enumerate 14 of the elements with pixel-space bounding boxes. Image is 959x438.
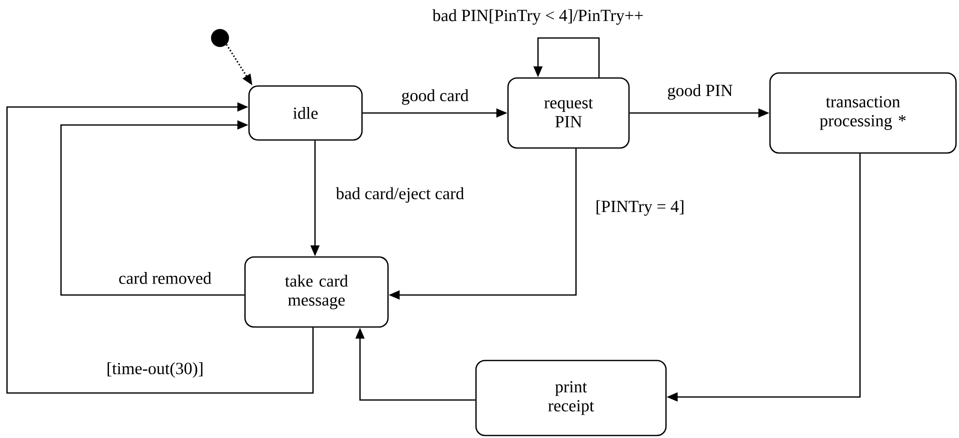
edge-label: [PINTry = 4] bbox=[594, 199, 686, 217]
state-box: request PIN bbox=[507, 77, 630, 149]
state-box: take card message bbox=[244, 256, 389, 328]
state-box: idle bbox=[248, 85, 363, 141]
arrow bbox=[6, 102, 314, 394]
edge-label: good card bbox=[400, 88, 470, 106]
edge-label: card removed bbox=[118, 271, 212, 285]
state-box: transaction processing * bbox=[769, 72, 957, 154]
edge-label: good PIN bbox=[666, 83, 734, 101]
edge-label: [time-out(30)] bbox=[105, 361, 205, 379]
edge-label: bad PIN[PinTry < 4]/PinTry++ bbox=[431, 8, 645, 26]
state-box: print receipt bbox=[475, 360, 667, 436]
initial-state-dot bbox=[211, 29, 229, 47]
edge-label: bad card/eject card bbox=[334, 186, 466, 204]
